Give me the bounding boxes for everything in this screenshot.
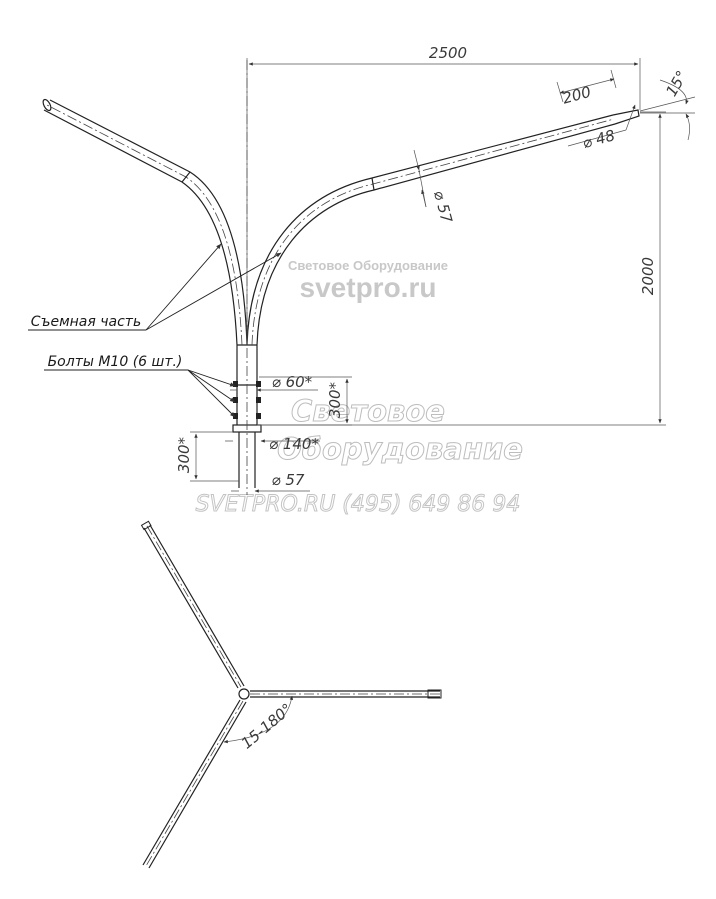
dimension-dia-140-text: ⌀ 140* <box>269 435 319 453</box>
dimension-2000-text: 2000 <box>639 257 657 295</box>
watermark-small-line1: Световое Оборудование <box>288 258 448 273</box>
watermark-contact: SVETPRO.RU (495) 649 86 94 <box>196 492 521 517</box>
dimension-angle-15: 15° <box>639 67 696 141</box>
dimension-300-upper: 300* <box>259 376 352 426</box>
left-arm <box>42 98 248 346</box>
dimension-2500-text: 2500 <box>429 44 467 62</box>
dimension-dia-57-base-text: ⌀ 57 <box>272 471 305 489</box>
label-bolts: Болты М10 (6 шт.) <box>44 354 236 418</box>
top-view: 15-180° <box>140 520 442 869</box>
watermark-small-line2: svetpro.ru <box>300 272 437 303</box>
dimension-dia-48-text: ⌀ 48 <box>580 126 616 152</box>
dimension-dia-60: ⌀ 60* <box>230 373 318 391</box>
watermark-big-line2: Оборудование <box>277 432 523 466</box>
watermark: Световое Оборудование svetpro.ru Светово… <box>195 258 523 518</box>
dimension-dia-60-text: ⌀ 60* <box>272 373 313 391</box>
dimension-dia-57-arm-text: ⌀ 57 <box>430 188 456 225</box>
label-bolts-text: Болты М10 (6 шт.) <box>48 354 183 370</box>
dimension-dia-140: ⌀ 140* <box>225 435 320 453</box>
dimension-200-text: 200 <box>561 83 593 108</box>
dimension-300-upper-text: 300* <box>326 381 344 418</box>
right-arm <box>246 109 640 346</box>
watermark-big-line1: Световое <box>291 394 445 428</box>
label-removable-part-text: Съемная часть <box>31 314 141 330</box>
dimension-300-lower-text: 300* <box>175 436 193 473</box>
dimension-200: 200 <box>556 69 617 108</box>
dimension-angle-15-text: 15° <box>662 67 691 99</box>
dimension-dia-57-base: ⌀ 57 <box>231 471 310 491</box>
label-removable-part: Съемная часть <box>28 243 282 331</box>
dimension-angle-range-text: 15-180° <box>238 700 296 753</box>
dimension-2500: 2500 <box>246 44 641 345</box>
dimension-300-lower: 300* <box>175 431 239 482</box>
